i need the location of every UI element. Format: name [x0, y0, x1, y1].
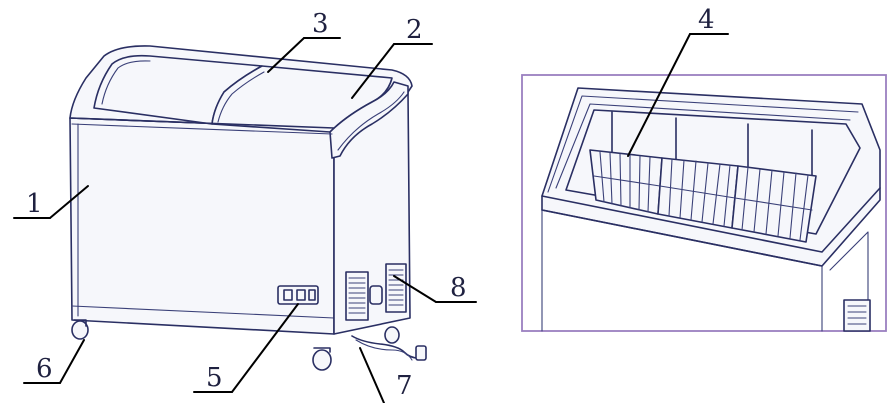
callout-3: 3	[312, 9, 329, 39]
leader-lines	[13, 33, 729, 403]
chest-freezer	[69, 45, 427, 371]
storage-baskets	[589, 149, 817, 243]
callout-labels: 1 2 3 4 5 6 7 8	[26, 5, 715, 401]
callout-5: 5	[206, 363, 223, 393]
callout-2: 2	[406, 15, 423, 45]
callout-1: 1	[26, 189, 43, 219]
ventilation-grille	[345, 263, 407, 321]
power-cord	[351, 335, 425, 359]
callout-7: 7	[396, 371, 413, 401]
caster-wheels	[71, 319, 400, 371]
callout-6: 6	[36, 354, 53, 384]
basket-inset	[521, 74, 887, 332]
callout-8: 8	[450, 273, 467, 303]
callout-4: 4	[698, 5, 715, 35]
